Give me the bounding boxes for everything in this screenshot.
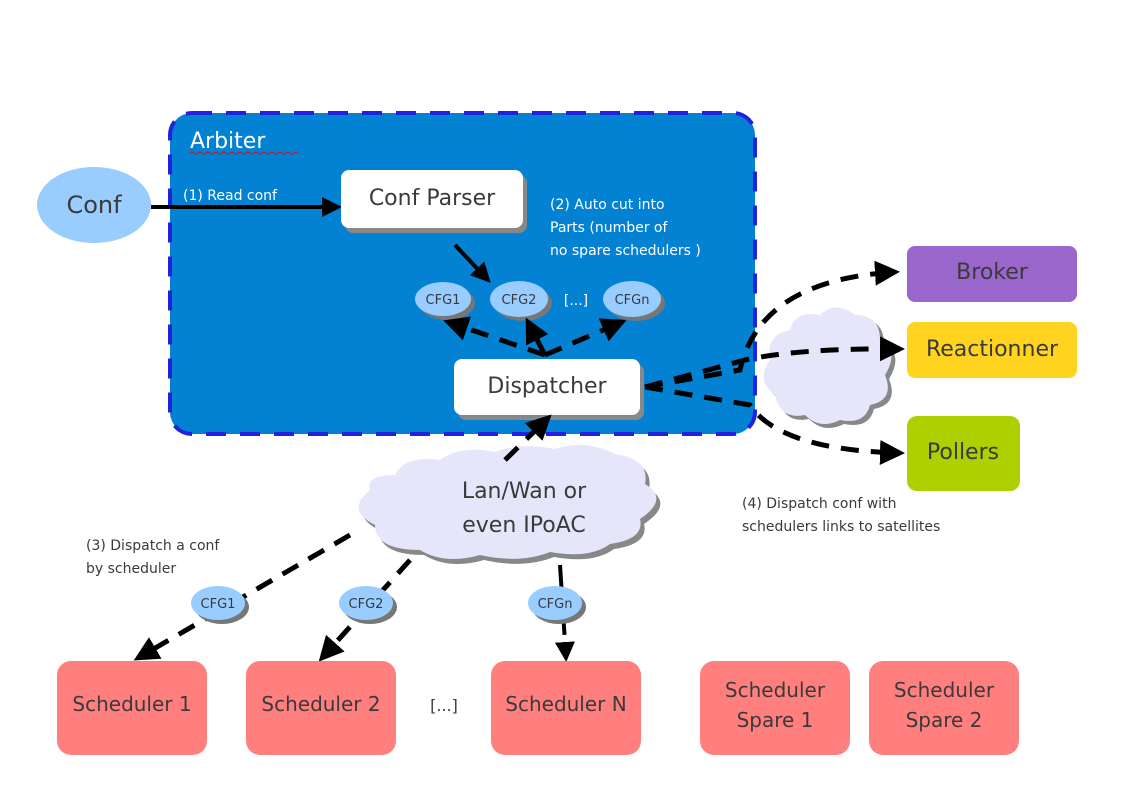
cfg-part-1-label: CFG1: [426, 293, 461, 308]
dispatch-satellites-line2: schedulers links to satellites: [742, 519, 940, 535]
dispatch-pollers-arrow: [644, 384, 905, 465]
dispatched-cfg-2: CFG2: [339, 586, 397, 624]
scheduler-1-label: Scheduler 1: [72, 692, 191, 716]
cfg-part-2: CFG2: [490, 281, 552, 321]
scheduler-1: Scheduler 1: [57, 661, 207, 755]
cfg-part-n: CFGn: [603, 281, 665, 321]
dispatch-conf-line2: by scheduler: [86, 561, 176, 577]
scheduler-n: Scheduler N: [491, 661, 641, 755]
conf-label: Conf: [66, 191, 122, 219]
dispatched-cfg-n: CFGn: [528, 586, 586, 624]
auto-cut-line2: Parts (number of: [550, 220, 668, 236]
scheduler-spare-2-line2: Spare 2: [906, 708, 983, 732]
pollers-label: Pollers: [927, 440, 999, 465]
dispatch-conf-line1: (3) Dispatch a conf: [86, 538, 220, 554]
dispatcher-node: Dispatcher: [454, 359, 644, 420]
spellcheck-underline: [189, 151, 299, 155]
conf-node: Conf: [37, 167, 151, 243]
cfg-part-2-label: CFG2: [502, 293, 537, 308]
dispatch-reactionner-arrow: [644, 336, 905, 390]
arbiter-container: Arbiter: [168, 111, 757, 436]
network-cloud-line2: even IPoAC: [462, 513, 585, 538]
dispatcher-cfgn-arrow: [544, 318, 627, 358]
read-conf-label: (1) Read conf: [183, 188, 278, 204]
network-cloud-line1: Lan/Wan or: [462, 479, 587, 504]
scheduler-spare-1: Scheduler Spare 1: [700, 661, 850, 755]
network-cloud: Lan/Wan or even IPoAC: [358, 445, 661, 564]
network-dispatcher-arrow: [503, 414, 552, 462]
dispatched-cfg-n-label: CFGn: [538, 597, 573, 612]
dispatched-cfg-1: CFG1: [191, 586, 249, 624]
scheduler-spare-1-line2: Spare 1: [737, 708, 814, 732]
pollers-node: Pollers: [907, 416, 1020, 491]
auto-cut-line1: (2) Auto cut into: [550, 197, 665, 213]
arbiter-title: Arbiter: [190, 129, 266, 154]
dispatch-scheduler1-arrow: [133, 532, 352, 661]
auto-cut-line3: no spare schedulers ): [550, 243, 701, 259]
dispatcher-cfg1-arrow: [443, 316, 546, 358]
scheduler-2: Scheduler 2: [246, 661, 396, 755]
scheduler-ellipsis: [...]: [430, 696, 458, 715]
dispatcher-label: Dispatcher: [487, 374, 607, 399]
cfg-part-1: CFG1: [415, 282, 475, 320]
dispatcher-cfg2-arrow: [525, 317, 549, 357]
split-arrow: [453, 243, 491, 283]
conf-parser-label: Conf Parser: [369, 186, 496, 211]
dispatched-cfg-1-label: CFG1: [201, 597, 236, 612]
conf-parser-node: Conf Parser: [341, 170, 527, 233]
dispatch-satellites-line1: (4) Dispatch conf with: [742, 496, 896, 512]
scheduler-n-label: Scheduler N: [505, 692, 626, 716]
scheduler-2-label: Scheduler 2: [261, 692, 380, 716]
cfg-ellipsis: [...]: [564, 293, 588, 309]
satellite-cloud: [763, 307, 896, 428]
scheduler-spare-2: Scheduler Spare 2: [869, 661, 1019, 755]
reactionner-label: Reactionner: [926, 337, 1059, 362]
broker-label: Broker: [956, 260, 1029, 285]
broker-node: Broker: [907, 246, 1077, 302]
reactionner-node: Reactionner: [907, 322, 1077, 378]
scheduler-spare-1-line1: Scheduler: [725, 678, 826, 702]
scheduler-spare-2-line1: Scheduler: [894, 678, 995, 702]
dispatched-cfg-2-label: CFG2: [349, 597, 384, 612]
cfg-part-n-label: CFGn: [615, 293, 650, 308]
